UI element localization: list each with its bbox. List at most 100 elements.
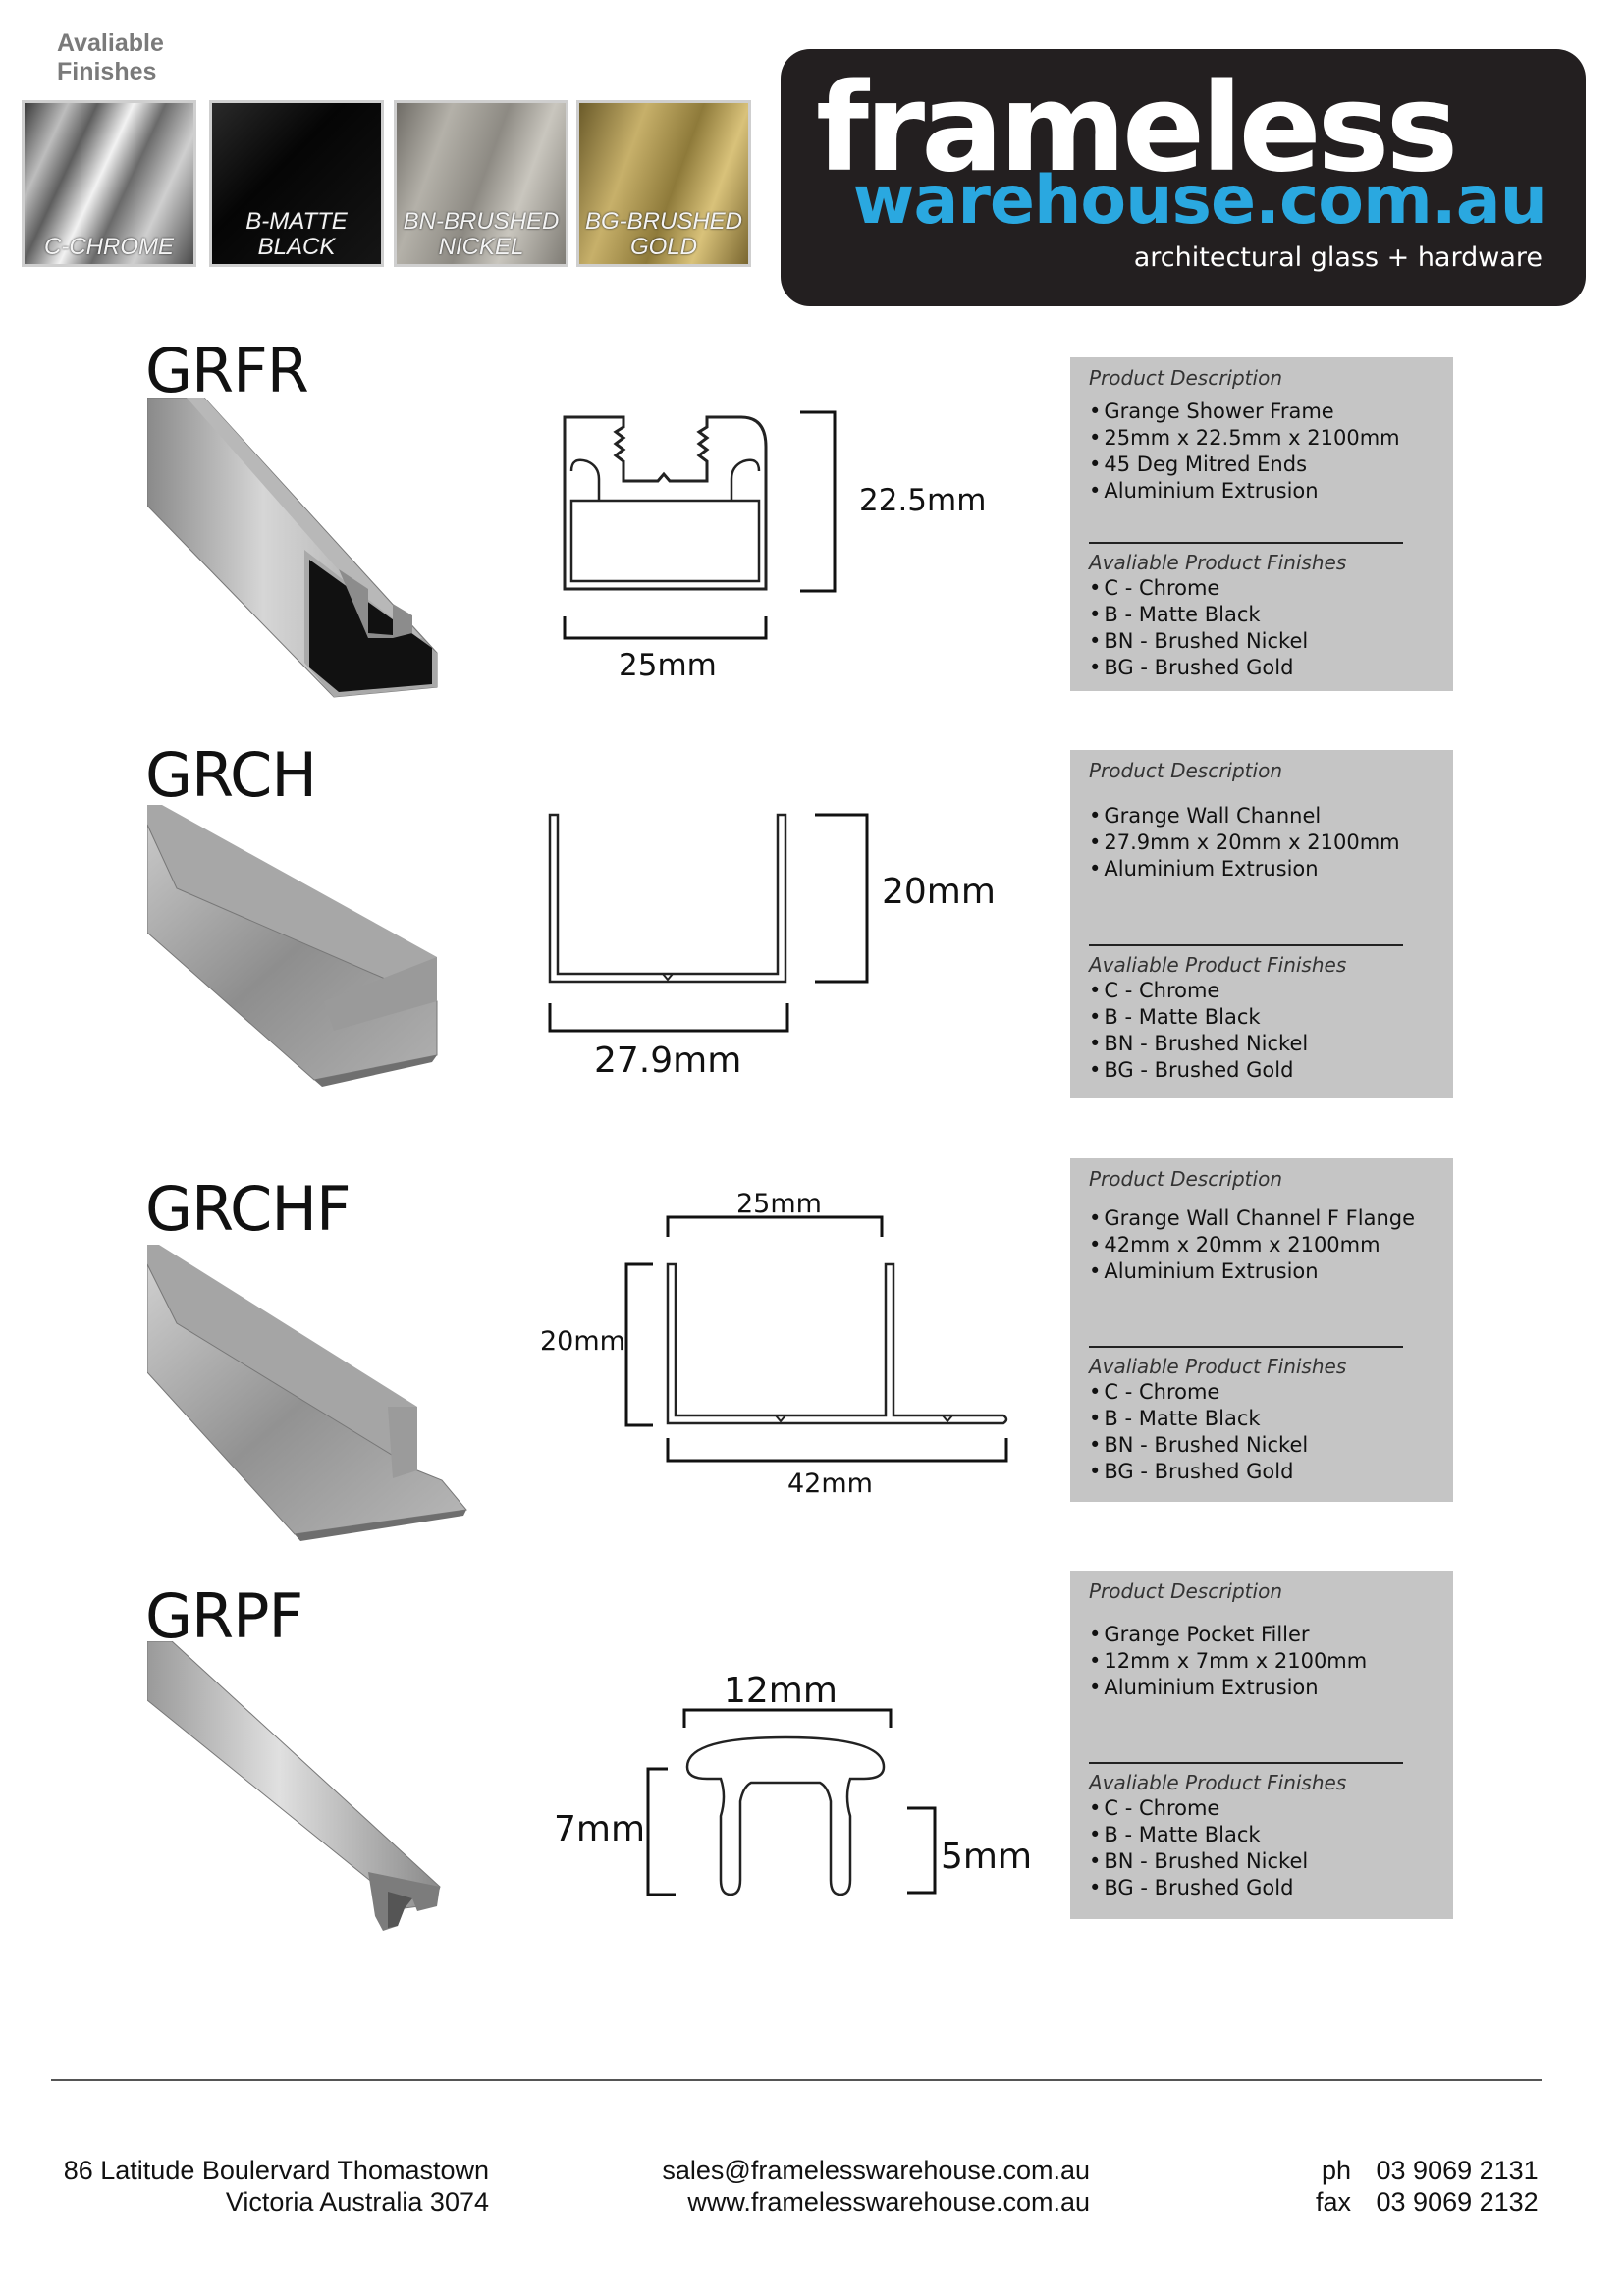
- dimension-width: 42mm: [787, 1468, 873, 1499]
- company-logo: frameless warehouse.com.au architectural…: [781, 49, 1586, 306]
- description-item: Aluminium Extrusion: [1089, 1258, 1441, 1285]
- finish-item: C - Chrome: [1089, 1379, 1441, 1406]
- description-item: Grange Wall Channel F Flange: [1089, 1205, 1441, 1232]
- description-item: Aluminium Extrusion: [1089, 478, 1441, 505]
- product-photo-grfr: [147, 398, 438, 698]
- finish-item: BG - Brushed Gold: [1089, 1875, 1441, 1901]
- product-code: GRCHF: [145, 1173, 352, 1245]
- email-link[interactable]: sales@framelesswarehouse.com.au: [662, 2156, 1090, 2185]
- swatch-label-line1: BG-BRUSHED: [584, 208, 743, 235]
- description-item: Grange Pocket Filler: [1089, 1622, 1441, 1648]
- description-item: Grange Wall Channel: [1089, 803, 1441, 829]
- dimension-height: 20mm: [540, 1326, 625, 1357]
- dimension-height: 20mm: [882, 872, 996, 912]
- description-item: 27.9mm x 20mm x 2100mm: [1089, 829, 1441, 856]
- fax-number: 03 9069 2132: [1376, 2187, 1539, 2216]
- fax-row: fax 03 9069 2132: [1296, 2186, 1591, 2217]
- finish-item: BG - Brushed Gold: [1089, 1459, 1441, 1485]
- product-photo-grch: [147, 805, 438, 1087]
- dimension-height: 22.5mm: [859, 483, 986, 518]
- footer-contact: sales@framelesswarehouse.com.au www.fram…: [628, 2155, 1090, 2217]
- website-link[interactable]: www.framelesswarehouse.com.au: [687, 2187, 1090, 2216]
- product-info-panel: Product Description Grange Wall Channel …: [1070, 750, 1453, 1098]
- divider: [1089, 542, 1403, 544]
- address-line1: 86 Latitude Boulervard Thomastown: [63, 2156, 489, 2185]
- swatch-label-line1: BN-BRUSHED: [403, 208, 560, 235]
- description-item: Grange Shower Frame: [1089, 399, 1441, 425]
- description-header: Product Description: [1089, 1167, 1282, 1191]
- finish-item: BG - Brushed Gold: [1089, 1057, 1441, 1084]
- dimension-top: 25mm: [736, 1189, 822, 1219]
- available-finishes-title: Avaliable Finishes: [57, 29, 175, 86]
- fax-label: fax: [1315, 2187, 1351, 2216]
- product-photo-grpf: [147, 1641, 441, 1931]
- finish-item: C - Chrome: [1089, 575, 1441, 602]
- description-header: Product Description: [1089, 366, 1282, 390]
- product-code: GRCH: [145, 739, 317, 811]
- dimension-width: 25mm: [619, 648, 717, 683]
- finishes-header: Avaliable Product Finishes: [1089, 551, 1347, 574]
- swatch-label-line2: NICKEL: [438, 234, 524, 260]
- finishes-list: C - Chrome B - Matte Black BN - Brushed …: [1089, 1795, 1441, 1901]
- swatch-label-line1: B-MATTE: [245, 208, 348, 235]
- finish-item: BG - Brushed Gold: [1089, 655, 1441, 681]
- logo-tagline: architectural glass + hardware: [1133, 242, 1543, 273]
- finish-item: BN - Brushed Nickel: [1089, 1848, 1441, 1875]
- swatch-brushed-gold: BG-BRUSHED GOLD: [576, 100, 751, 267]
- description-header: Product Description: [1089, 1579, 1282, 1603]
- finish-item: B - Matte Black: [1089, 1406, 1441, 1432]
- profile-drawing-grpf: 12mm 7mm 5mm: [554, 1671, 1032, 1896]
- finishes-title-line2: Finishes: [57, 58, 157, 85]
- swatch-label: C-CHROME: [25, 235, 193, 260]
- finish-item: B - Matte Black: [1089, 1822, 1441, 1848]
- finish-item: BN - Brushed Nickel: [1089, 628, 1441, 655]
- swatch-brushed-nickel: BN-BRUSHED NICKEL: [394, 100, 568, 267]
- finishes-header: Avaliable Product Finishes: [1089, 953, 1347, 977]
- logo-wordmark-domain: warehouse.com.au: [852, 162, 1547, 240]
- profile-drawing-grch: 20mm 27.9mm: [548, 813, 996, 1081]
- phone-row: ph 03 9069 2131: [1296, 2155, 1591, 2186]
- footer-divider: [51, 2079, 1542, 2081]
- divider: [1089, 1762, 1403, 1764]
- swatch-matte-black: B-MATTE BLACK: [209, 100, 384, 267]
- finishes-list: C - Chrome B - Matte Black BN - Brushed …: [1089, 575, 1441, 681]
- swatch-label-line1: C-CHROME: [44, 234, 174, 260]
- finishes-header: Avaliable Product Finishes: [1089, 1771, 1347, 1794]
- swatch-label: B-MATTE BLACK: [212, 209, 381, 260]
- product-code: GRFR: [145, 335, 309, 406]
- dimension-height: 7mm: [554, 1809, 645, 1849]
- description-header: Product Description: [1089, 759, 1282, 782]
- swatch-label-line2: GOLD: [629, 234, 697, 260]
- description-list: Grange Wall Channel 27.9mm x 20mm x 2100…: [1089, 803, 1441, 882]
- swatch-label-line2: BLACK: [257, 234, 336, 260]
- swatch-label: BG-BRUSHED GOLD: [579, 209, 748, 260]
- divider: [1089, 1346, 1403, 1348]
- description-item: 42mm x 20mm x 2100mm: [1089, 1232, 1441, 1258]
- profile-drawing-grfr: 22.5mm 25mm: [563, 410, 986, 683]
- product-info-panel: Product Description Grange Pocket Filler…: [1070, 1571, 1453, 1919]
- dimension-leg: 5mm: [941, 1837, 1032, 1877]
- product-info-panel: Product Description Grange Shower Frame …: [1070, 357, 1453, 691]
- product-info-panel: Product Description Grange Wall Channel …: [1070, 1158, 1453, 1502]
- description-list: Grange Shower Frame 25mm x 22.5mm x 2100…: [1089, 399, 1441, 505]
- logo-wordmark-frameless: frameless: [816, 58, 1458, 199]
- dimension-width: 27.9mm: [594, 1041, 741, 1081]
- finish-item: B - Matte Black: [1089, 1004, 1441, 1031]
- finishes-title-line1: Avaliable: [57, 29, 164, 57]
- product-photo-grchf: [147, 1245, 467, 1541]
- description-item: Aluminium Extrusion: [1089, 1675, 1441, 1701]
- swatch-chrome: C-CHROME: [22, 100, 196, 267]
- finish-item: C - Chrome: [1089, 1795, 1441, 1822]
- description-item: 25mm x 22.5mm x 2100mm: [1089, 425, 1441, 452]
- dimension-width: 12mm: [724, 1671, 838, 1711]
- finish-item: B - Matte Black: [1089, 602, 1441, 628]
- finish-item: BN - Brushed Nickel: [1089, 1031, 1441, 1057]
- finishes-header: Avaliable Product Finishes: [1089, 1355, 1347, 1378]
- finish-item: C - Chrome: [1089, 978, 1441, 1004]
- footer-phone: ph 03 9069 2131 fax 03 9069 2132: [1296, 2155, 1591, 2217]
- description-item: Aluminium Extrusion: [1089, 856, 1441, 882]
- finishes-list: C - Chrome B - Matte Black BN - Brushed …: [1089, 1379, 1441, 1485]
- ph-label: ph: [1321, 2156, 1351, 2185]
- profile-drawing-grchf: 25mm 20mm 42mm: [540, 1189, 1008, 1499]
- footer-address: 86 Latitude Boulervard Thomastown Victor…: [57, 2155, 489, 2217]
